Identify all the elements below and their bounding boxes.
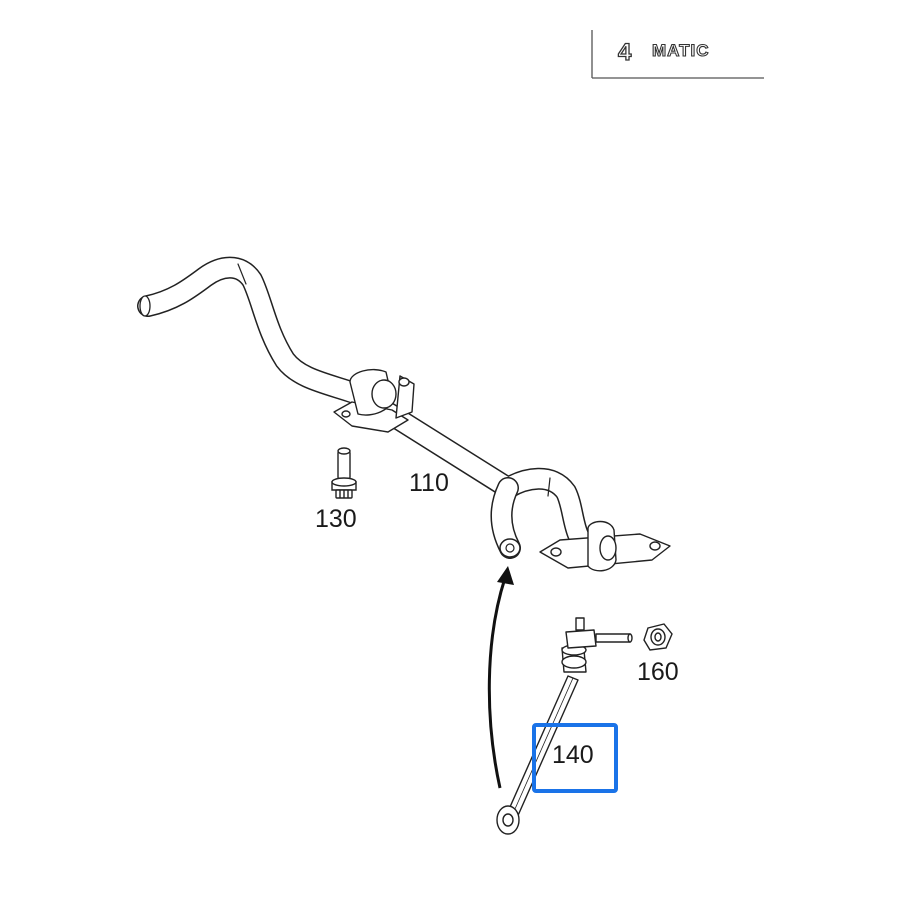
stabilizer-link-140[interactable] bbox=[496, 617, 633, 835]
right-bushing-bracket bbox=[539, 520, 671, 572]
part-number-160: 160 bbox=[637, 658, 679, 686]
part-number-110: 110 bbox=[409, 469, 449, 497]
badge-frame bbox=[591, 30, 764, 79]
4matic-badge-text: MATIC bbox=[651, 41, 710, 60]
part-number-130: 130 bbox=[315, 505, 357, 533]
left-bushing-bracket bbox=[333, 368, 415, 433]
stabilizer-bar-110[interactable] bbox=[137, 256, 623, 563]
installation-arrow bbox=[487, 566, 514, 789]
4matic-logo: 4 bbox=[617, 38, 632, 66]
part-number-140[interactable]: 140 bbox=[552, 741, 594, 769]
logo-digit: 4 bbox=[618, 39, 632, 66]
bolt-130[interactable] bbox=[331, 447, 357, 499]
nut-160[interactable] bbox=[643, 623, 673, 651]
highlight-box-140[interactable] bbox=[532, 723, 618, 793]
